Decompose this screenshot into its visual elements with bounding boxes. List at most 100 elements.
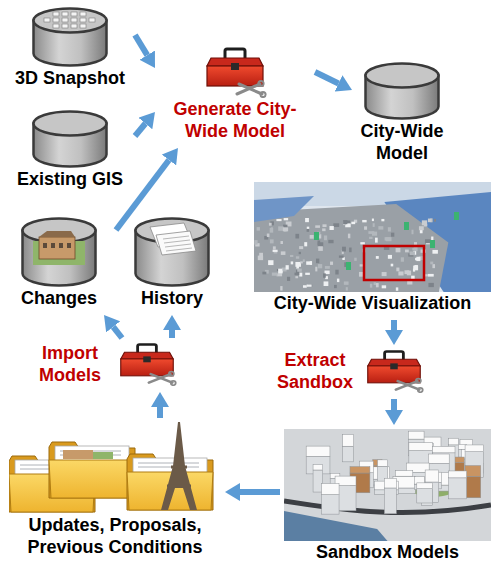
- folders-icon: [9, 422, 221, 514]
- icon-part: [295, 262, 301, 267]
- icon-part: [410, 251, 415, 255]
- icon-part: [346, 262, 351, 270]
- icon-part: [295, 273, 300, 276]
- icon-part: [339, 255, 344, 257]
- icon-part: [416, 257, 420, 261]
- icon-part: [171, 381, 176, 385]
- icon-part: [267, 234, 270, 238]
- icon-part: [366, 64, 439, 88]
- icon-part: [307, 227, 309, 230]
- icon-part: [323, 273, 326, 277]
- flow-arrow: [113, 327, 122, 338]
- flow-arrow: [391, 320, 397, 330]
- icon-part: [376, 283, 379, 287]
- icon-part: [449, 471, 467, 478]
- icon-part: [34, 112, 107, 136]
- tool-icon: [117, 342, 177, 386]
- icon-part: [428, 274, 434, 277]
- icon-part: [165, 244, 191, 247]
- icon-part: [299, 273, 302, 277]
- icon-part: [283, 227, 288, 231]
- icon-part: [449, 478, 467, 499]
- icon-part: [391, 233, 394, 237]
- icon-part: [166, 248, 192, 251]
- icon-part: [273, 246, 276, 249]
- icon-part: [329, 226, 333, 230]
- icon-part: [254, 182, 491, 292]
- icon-part: [342, 247, 346, 252]
- sandbox-icon: [284, 429, 491, 541]
- icon-part: [373, 223, 375, 227]
- icon-part: [369, 237, 372, 239]
- icon-part: [428, 219, 432, 223]
- icon-part: [49, 460, 135, 498]
- icon-part: [299, 246, 303, 249]
- flow-arrow: [157, 407, 163, 418]
- tool-step: Generate City-Wide Model: [155, 42, 315, 148]
- icon-part: [328, 240, 333, 243]
- database: Existing GIS: [5, 106, 135, 196]
- icon-part: [167, 485, 191, 488]
- icon-part: [381, 219, 384, 221]
- icon-part: [300, 261, 303, 263]
- database: 3D Snapshot: [5, 3, 135, 95]
- node-label: Changes: [6, 287, 112, 309]
- icon-part: [417, 489, 433, 503]
- icon-part: [43, 243, 47, 248]
- flow-arrow: [169, 330, 175, 338]
- icon-part: [67, 243, 71, 248]
- icon-part: [409, 443, 433, 451]
- icon-part: [420, 230, 423, 234]
- icon-part: [207, 49, 266, 97]
- icon-part: [163, 236, 189, 239]
- icon-part: [306, 261, 310, 264]
- icon-part: [310, 235, 314, 239]
- icon-part: [291, 261, 293, 264]
- icon-part: [316, 259, 319, 264]
- icon-part: [396, 248, 401, 252]
- database: Changes: [2, 213, 116, 315]
- icon-part: [344, 281, 349, 284]
- icon-part: [404, 222, 409, 230]
- database: History: [120, 213, 224, 315]
- icon-part: [270, 228, 274, 233]
- icon-part: [51, 243, 55, 248]
- icon-part: [254, 240, 257, 244]
- icon-part: [370, 284, 372, 288]
- icon-part: [299, 252, 301, 254]
- icon-part: [262, 272, 266, 275]
- icon-part: [62, 24, 68, 28]
- icon-part: [254, 196, 314, 222]
- icon-part: [376, 256, 379, 259]
- icon-part: [305, 273, 310, 275]
- icon-part: [465, 445, 483, 452]
- icon-part: [368, 352, 423, 393]
- flow-arrow: [391, 399, 397, 410]
- icon-part: [324, 235, 327, 240]
- icon-part: [434, 219, 436, 222]
- icon-part: [80, 24, 86, 28]
- node-label: City-Wide Visualization: [254, 292, 491, 314]
- icon-part: [34, 9, 107, 33]
- icon-part: [454, 212, 459, 220]
- folder-group: Updates, Proposals, Previous Conditions: [5, 418, 225, 564]
- icon-part: [337, 279, 339, 282]
- icon-part: [330, 262, 333, 265]
- icon-part: [284, 511, 388, 541]
- node-label: Sandbox Models: [284, 541, 491, 563]
- icon-part: [322, 224, 326, 227]
- icon-part: [417, 483, 433, 489]
- tool-step: Import Models: [25, 338, 181, 392]
- icon-part: [449, 438, 459, 445]
- icon-part: [279, 271, 282, 273]
- icon-part: [269, 223, 272, 226]
- tool-icon: [203, 46, 267, 98]
- icon-part: [378, 226, 383, 229]
- image-panel: City-Wide Visualization: [250, 178, 495, 320]
- icon-part: [80, 18, 86, 22]
- icon-part: [343, 434, 354, 446]
- icon-part: [315, 225, 320, 228]
- icon-part: [121, 345, 176, 386]
- icon-part: [63, 450, 93, 459]
